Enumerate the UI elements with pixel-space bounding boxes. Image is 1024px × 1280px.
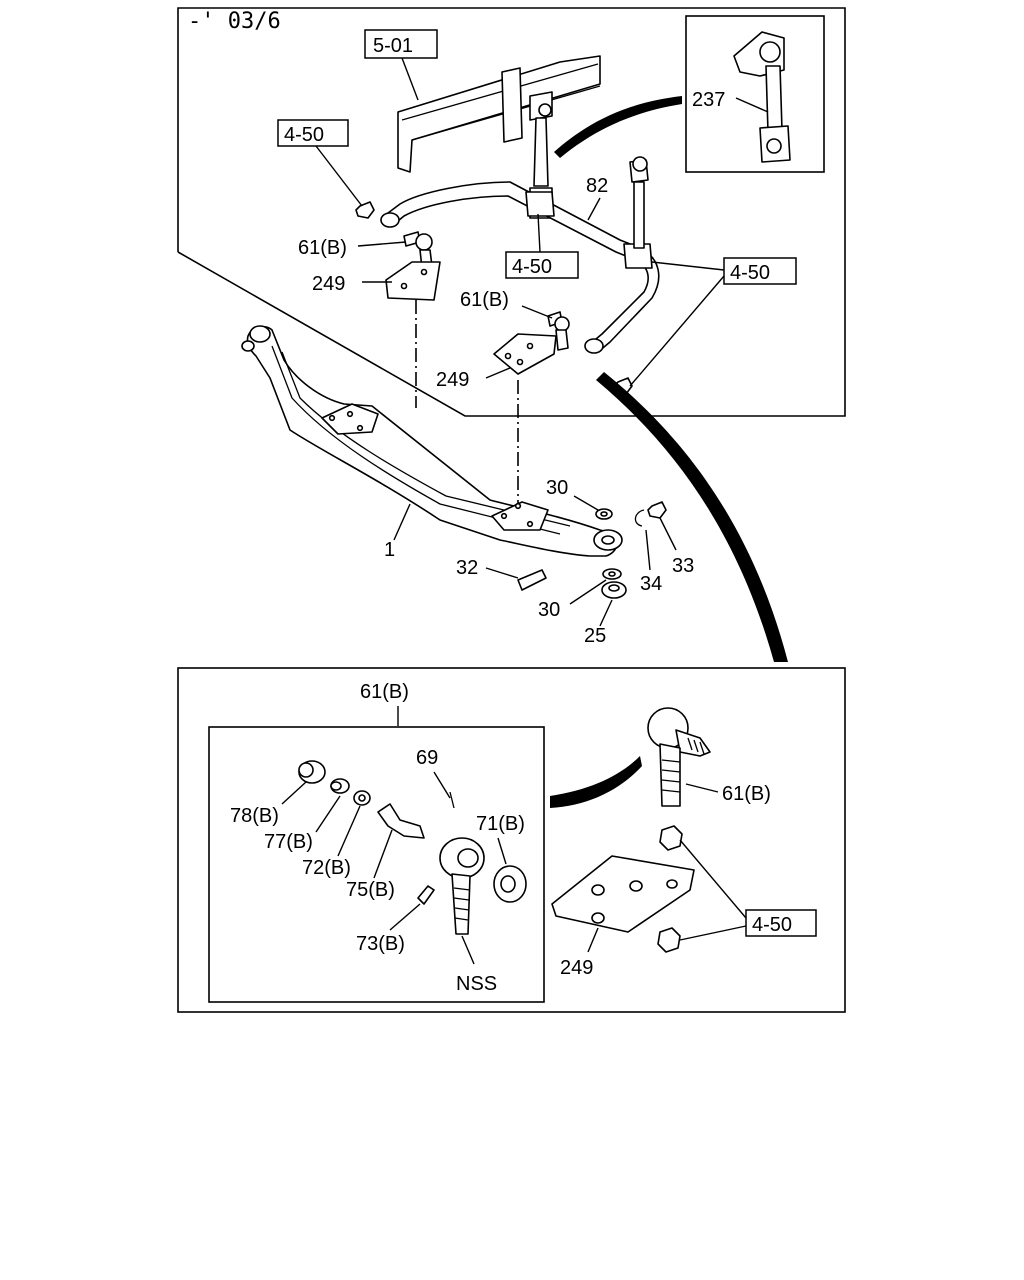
spring-77b — [330, 778, 350, 794]
lower-detail-frame — [177, 667, 846, 1013]
callout-61b-upper-mid: 61(B) — [460, 289, 509, 311]
callout-249-detail: 249 — [560, 957, 593, 979]
nss-kit-frame — [208, 726, 545, 1003]
nut-upper-detail — [659, 825, 683, 851]
bushing-25 — [601, 581, 627, 599]
frame-rail — [397, 55, 601, 173]
ref-label-4-50-detail: 4-50 — [752, 914, 792, 936]
washer-30-bottom — [602, 568, 622, 580]
washer-30-top — [595, 508, 613, 520]
callout-61b-detail-title: 61(B) — [360, 681, 409, 703]
callout-nss: NSS — [456, 973, 497, 995]
bracket-249-upper-left — [385, 261, 441, 301]
ref-label-4-50-right: 4-50 — [730, 262, 770, 284]
callout-71b: 71(B) — [476, 813, 525, 835]
callout-25: 25 — [584, 625, 606, 647]
nut-33 — [647, 501, 667, 519]
ref-box-5-01: 5-01 — [364, 29, 438, 59]
callout-82: 82 — [586, 175, 608, 197]
callout-78b: 78(B) — [230, 805, 279, 827]
nut-left-bar — [355, 201, 375, 219]
stabilizer-bar — [380, 181, 660, 354]
date-code: -' 03/6 — [188, 9, 281, 34]
ref-box-4-50-left: 4-50 — [277, 119, 349, 147]
nut-lower-detail — [657, 927, 681, 953]
dust-cover-71b — [493, 865, 527, 903]
callout-34: 34 — [640, 573, 662, 595]
bracket-249-detail — [551, 855, 695, 933]
callout-72b: 72(B) — [302, 857, 351, 879]
callout-30-top: 30 — [546, 477, 568, 499]
washer-72b — [353, 790, 371, 806]
callout-237: 237 — [692, 89, 725, 111]
ref-label-5-01: 5-01 — [373, 35, 413, 57]
callout-61b-upper-left: 61(B) — [298, 237, 347, 259]
detail-sweep-arrow-upper — [554, 96, 682, 158]
callout-77b: 77(B) — [264, 831, 313, 853]
callout-30-bottom: 30 — [538, 599, 560, 621]
ref-box-4-50-right: 4-50 — [723, 257, 797, 285]
ball-stud-75b — [377, 803, 425, 839]
link-61b-upper-mid — [547, 311, 570, 351]
callout-75b: 75(B) — [346, 879, 395, 901]
callout-73b: 73(B) — [356, 933, 405, 955]
grease-nipple-73b — [417, 885, 435, 905]
ball-joint-assembled-61b — [647, 707, 711, 807]
callout-249-upper-mid: 249 — [436, 369, 469, 391]
bolt-32 — [517, 569, 547, 591]
split-pin-34 — [634, 509, 645, 527]
callout-69: 69 — [416, 747, 438, 769]
ref-label-4-50-left: 4-50 — [284, 124, 324, 146]
upper-view-frame — [177, 7, 846, 417]
ball-joint-housing-nss — [439, 837, 485, 935]
seal-ring-78b — [298, 760, 326, 784]
ref-box-4-50-center: 4-50 — [505, 251, 579, 279]
detail-sweep-arrow-inner — [550, 756, 642, 808]
callout-1: 1 — [384, 539, 395, 561]
circlip-69 — [449, 791, 455, 809]
right-hanger-link — [629, 156, 649, 249]
front-axle-beam — [241, 325, 623, 557]
ref-box-4-50-detail: 4-50 — [745, 909, 817, 937]
callout-33: 33 — [672, 555, 694, 577]
callout-61b-detail-right: 61(B) — [722, 783, 771, 805]
callout-249-upper-left: 249 — [312, 273, 345, 295]
callout-32: 32 — [456, 557, 478, 579]
detail-inset-237 — [685, 15, 825, 173]
bracket-249-upper-mid — [493, 333, 557, 375]
detail-sweep-arrow-lower — [596, 372, 788, 662]
ref-label-4-50-center: 4-50 — [512, 256, 552, 278]
